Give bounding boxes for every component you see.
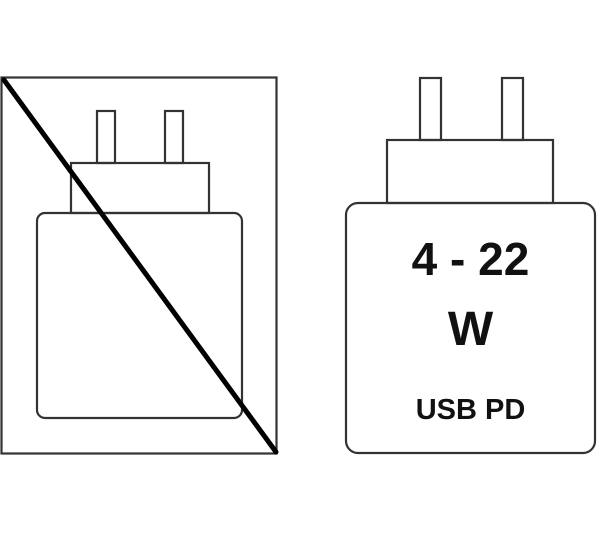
- plug-pin-left: [95, 109, 117, 165]
- crossed-frame: [0, 76, 278, 455]
- charger-body: [35, 211, 244, 420]
- charger-not-included-icon: [0, 76, 279, 455]
- plug-base: [385, 138, 555, 205]
- plug-pin-right: [500, 76, 525, 142]
- plug-pin-right: [163, 109, 185, 165]
- power-unit: W: [447, 303, 494, 356]
- prohibition-slash: [1, 77, 279, 455]
- power-range: 4 - 22: [411, 233, 530, 285]
- charger-body: [344, 201, 597, 455]
- usb-charger-icon: [344, 76, 597, 455]
- charger-standard: USB PD: [415, 394, 526, 426]
- plug-base: [69, 161, 211, 215]
- plug-pin-left: [418, 76, 443, 142]
